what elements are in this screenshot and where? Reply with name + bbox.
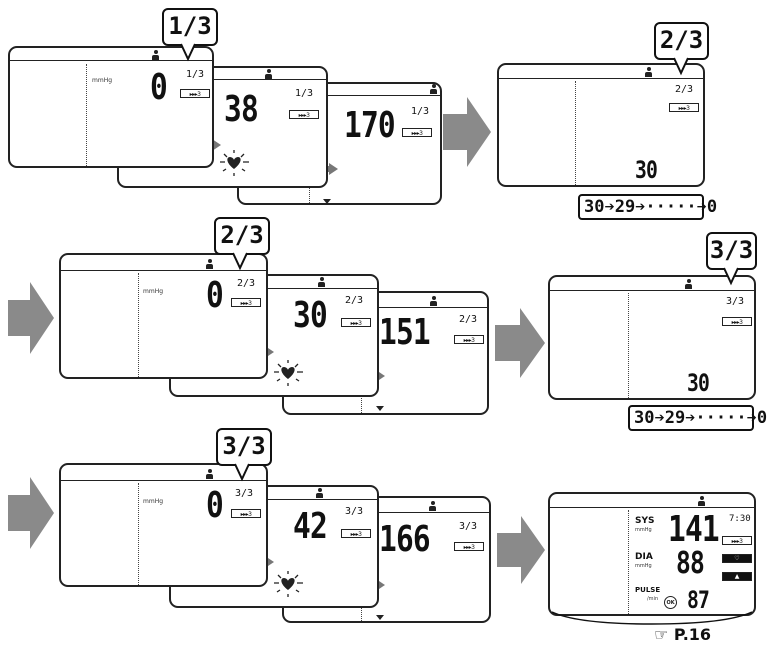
time-display: 7:30	[729, 514, 751, 524]
result-screen: SYS mmHg 141 7:30 ▸▸▸3 DIA mmHg 88 ♡ ▲ P…	[548, 492, 756, 616]
pointing-hand-icon: ☞	[654, 625, 669, 644]
pulse-unit: /min	[647, 596, 659, 602]
person-icon	[316, 488, 323, 498]
measurement-fraction: 3/3	[345, 506, 364, 517]
person-icon	[318, 277, 325, 287]
measurement-callout: 3/3	[216, 428, 272, 488]
progress-bar: ▸▸▸3	[231, 298, 261, 307]
sys-label: SYS	[635, 516, 655, 526]
ok-indicator-icon: OK	[664, 596, 677, 609]
pressure-value: 166	[379, 519, 431, 560]
irregular-heartbeat-icon: ♡	[722, 554, 752, 563]
heart-pulse-icon	[274, 360, 303, 386]
row2-screen-1: mmHg 0 2/3 ▸▸▸3	[59, 253, 268, 379]
pressure-value: 30	[293, 295, 328, 336]
measurement-fraction: 3/3	[726, 296, 745, 307]
pressure-value: 42	[293, 506, 328, 547]
countdown-sequence: 30➔29➔·····➔0	[628, 405, 767, 431]
measurement-fraction: 3/3	[235, 488, 254, 499]
progress-bar: ▸▸▸3	[722, 536, 752, 545]
pressure-value: 151	[379, 312, 431, 353]
measurement-fraction: 1/3	[295, 88, 314, 99]
next-step-arrow-icon	[495, 308, 545, 378]
deflate-indicator-icon	[376, 406, 384, 411]
measurement-fraction: 3/3	[459, 521, 478, 532]
progress-bar: ▸▸▸3	[402, 128, 432, 137]
countdown-sequence: 30➔29➔·····➔0	[578, 194, 717, 220]
measurement-fraction: 1/3	[186, 69, 205, 80]
pressure-value: 0	[150, 67, 168, 108]
measurement-fraction: 2/3	[345, 295, 364, 306]
unit-label: mmHg	[143, 288, 164, 295]
person-icon	[265, 69, 272, 79]
cuff-wrap-guide-icon: ▲	[722, 572, 752, 581]
page-reference-label: P.16	[673, 625, 712, 644]
progress-bar: ▸▸▸3	[341, 529, 371, 538]
pressure-value: 170	[344, 105, 396, 146]
pressure-value: 38	[224, 89, 259, 130]
measurement-callout: 2/3	[654, 22, 709, 84]
person-icon	[685, 279, 692, 289]
countdown-value: 30	[635, 156, 658, 184]
step-arrow-icon	[8, 477, 54, 549]
progress-bar: ▸▸▸3	[454, 335, 484, 344]
countdown-value: 30	[687, 369, 710, 397]
person-icon	[152, 50, 159, 60]
row1-screen-1: mmHg 0 1/3 ▸▸▸3	[8, 46, 214, 168]
person-icon	[645, 67, 652, 77]
progress-bar: ▸▸▸3	[289, 110, 319, 119]
next-step-arrow-icon	[497, 516, 545, 584]
systolic-value: 141	[668, 509, 720, 550]
person-icon	[206, 259, 213, 269]
measurement-callout: 2/3	[214, 217, 270, 277]
deflate-indicator-icon	[323, 199, 331, 204]
person-icon	[430, 84, 437, 94]
progress-bar: ▸▸▸3	[669, 103, 699, 112]
unit-label: mmHg	[92, 77, 113, 84]
pulse-label: PULSE	[635, 586, 661, 594]
progress-bar: ▸▸▸3	[231, 509, 261, 518]
row1-countdown-screen: 2/3 ▸▸▸3 30	[497, 63, 705, 187]
progress-bar: ▸▸▸3	[341, 318, 371, 327]
dia-label: DIA	[635, 552, 653, 562]
diastolic-value: 88	[676, 546, 705, 581]
row3-screen-1: mmHg 0 3/3 ▸▸▸3	[59, 463, 268, 587]
person-icon	[429, 501, 436, 511]
measurement-fraction: 1/3	[411, 106, 430, 117]
row2-countdown-screen: 3/3 ▸▸▸3 30	[548, 275, 756, 400]
progress-bar: ▸▸▸3	[722, 317, 752, 326]
unit-label: mmHg	[143, 498, 164, 505]
measurement-fraction: 2/3	[459, 314, 478, 325]
dia-unit: mmHg	[635, 563, 652, 569]
progress-bar: ▸▸▸3	[180, 89, 210, 98]
measurement-fraction: 2/3	[675, 84, 694, 95]
heart-pulse-icon	[220, 150, 249, 176]
deflate-indicator-icon	[376, 615, 384, 620]
pressure-value: 0	[206, 485, 224, 526]
pressure-value: 0	[206, 275, 224, 316]
step-arrow-icon	[8, 282, 54, 354]
measurement-callout: 1/3	[162, 8, 218, 68]
measurement-fraction: 2/3	[237, 278, 256, 289]
next-step-arrow-icon	[443, 97, 491, 167]
next-arrow-icon	[321, 163, 338, 175]
page-bracket	[551, 611, 753, 625]
heart-pulse-icon	[274, 571, 303, 597]
person-icon	[698, 496, 705, 506]
sys-unit: mmHg	[635, 527, 652, 533]
pulse-value: 87	[687, 586, 710, 614]
person-icon	[430, 296, 437, 306]
progress-bar: ▸▸▸3	[454, 542, 484, 551]
person-icon	[206, 469, 213, 479]
measurement-callout: 3/3	[706, 232, 757, 292]
page-reference: ☞ P.16	[654, 625, 711, 644]
